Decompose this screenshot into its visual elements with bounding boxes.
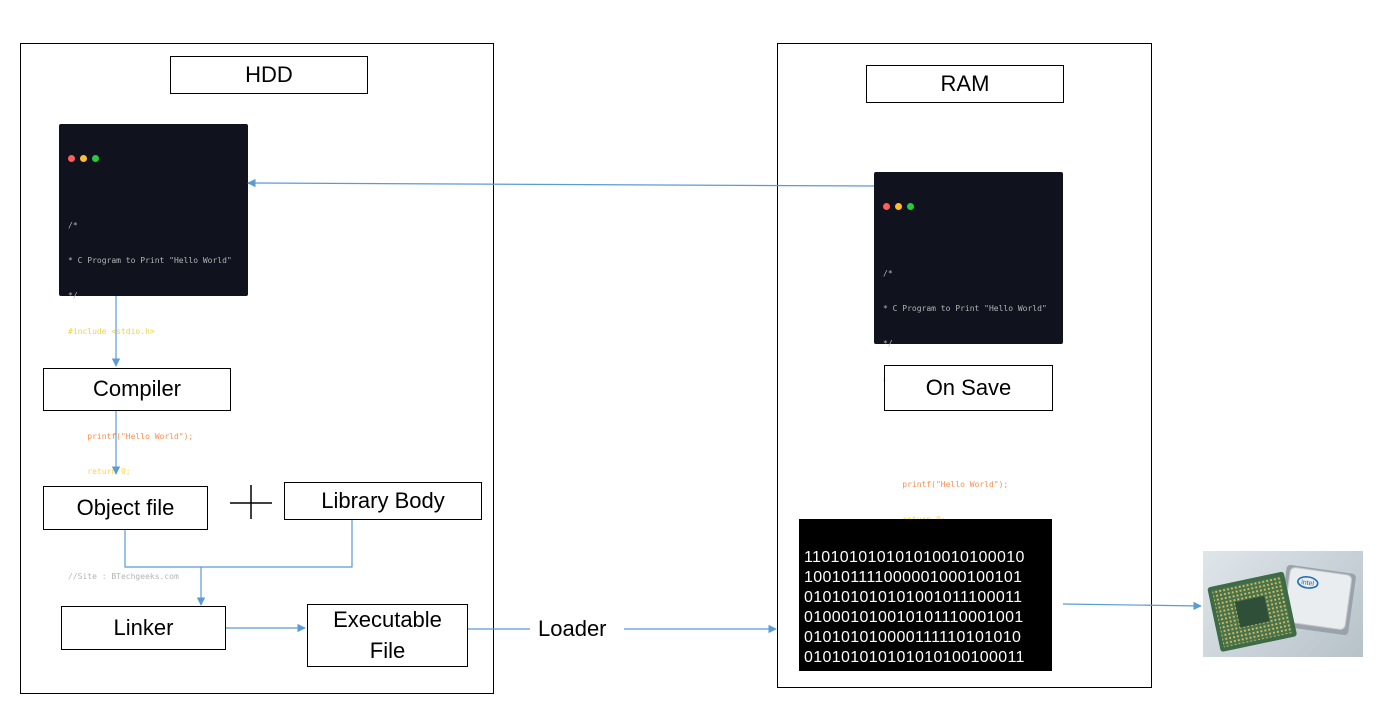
on-save-box: On Save xyxy=(884,365,1053,411)
ram-title: RAM xyxy=(866,65,1064,103)
code-line: /* xyxy=(883,269,893,279)
minimize-dot-icon xyxy=(80,155,87,163)
executable-file-box: Executable File xyxy=(307,604,468,667)
code-line: int main(){ xyxy=(883,444,936,454)
ram-code-window: /* * C Program to Print "Hello World" */… xyxy=(874,172,1063,629)
linker-box: Linker xyxy=(61,606,226,650)
code-line: */ xyxy=(883,339,893,349)
hdd-code-window: /* * C Program to Print "Hello World" */… xyxy=(59,124,248,581)
hdd-title-text: HDD xyxy=(245,61,293,87)
code-line: //Site : BTechgeeks.com xyxy=(68,572,179,582)
close-dot-icon xyxy=(883,203,890,211)
code-line: printf("Hello World"); xyxy=(68,431,194,441)
executable-label-line2: File xyxy=(369,637,406,663)
cpu-chip-icon: intel xyxy=(1207,564,1356,652)
loader-label: Loader xyxy=(538,616,607,641)
code-line: */ xyxy=(68,291,78,301)
cpu-processor-image: intel xyxy=(1203,551,1363,657)
code-line: #include <stdio.h> xyxy=(68,326,155,336)
executable-label-line1: Executable xyxy=(333,606,442,632)
code-line: return 0; xyxy=(68,466,131,476)
ram-title-text: RAM xyxy=(940,70,990,96)
compiler-label: Compiler xyxy=(92,376,182,402)
code-line: * C Program to Print "Hello World" xyxy=(883,304,1047,314)
binary-line: 110101010101010010100010 xyxy=(804,549,1025,566)
maximize-dot-icon xyxy=(92,155,99,163)
binary-line: 010101010101010100100011 xyxy=(804,649,1025,666)
code-line xyxy=(68,536,239,548)
binary-line: 010001010010101110001001 xyxy=(804,609,1024,626)
on-save-label: On Save xyxy=(925,374,1012,400)
binary-line: 100101111000001000100101 xyxy=(804,569,1023,586)
code-line: * C Program to Print "Hello World" xyxy=(68,256,232,266)
binary-line: 010101010101001011100011 xyxy=(804,589,1023,606)
hdd-title: HDD xyxy=(170,56,368,94)
code-line: printf("Hello World"); xyxy=(883,479,1009,489)
window-controls xyxy=(68,155,239,163)
compiler-box: Compiler xyxy=(43,368,231,411)
library-body-label: Library Body xyxy=(321,487,445,513)
library-body-box: Library Body xyxy=(284,482,482,520)
maximize-dot-icon xyxy=(907,203,914,211)
close-dot-icon xyxy=(68,155,75,163)
binary-code-block: 110101010101010010100010 100101111000001… xyxy=(799,519,1052,671)
linker-label: Linker xyxy=(113,614,174,640)
object-file-box: Object file xyxy=(43,486,208,530)
intel-brand-text: intel xyxy=(1301,579,1315,588)
minimize-dot-icon xyxy=(895,203,902,211)
code-line: /* xyxy=(68,221,78,231)
binary-line: 010101010000111110101010 xyxy=(804,629,1022,646)
window-controls xyxy=(883,203,1054,211)
object-file-label: Object file xyxy=(76,494,175,520)
